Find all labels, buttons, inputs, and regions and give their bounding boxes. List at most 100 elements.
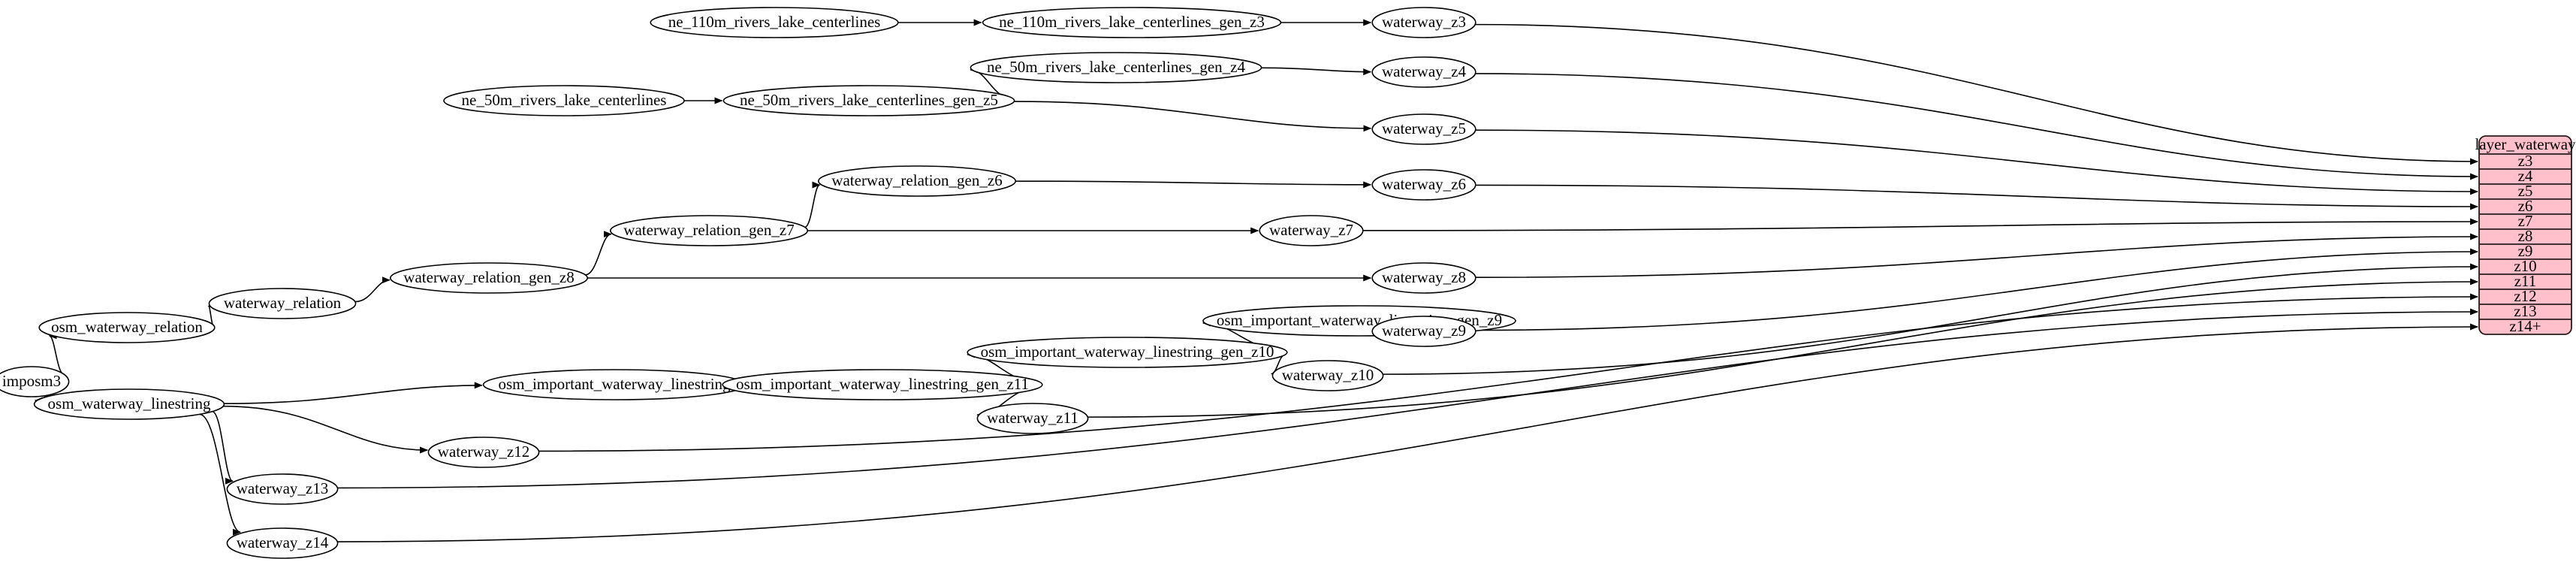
record-row-z13[interactable]: z13 [2514,302,2536,320]
node-ellipse [226,527,339,559]
graph-node-osm_waterway_relation[interactable]: osm_waterway_relation [38,312,216,343]
graph-node-osm_important_waterway_linestring_gen_z11[interactable]: osm_important_waterway_linestring_gen_z1… [722,369,1043,400]
graph-edge-waterway_z9--to--layer_waterway-z9 [1475,248,2478,331]
graph-edge-waterway_z5--to--layer_waterway-z5 [1475,129,2478,195]
graph-node-waterway_z8[interactable]: waterway_z8 [1371,262,1477,294]
node-label: ne_50m_rivers_lake_centerlines_gen_z4 [987,58,1246,76]
graph-node-waterway_z10[interactable]: waterway_z10 [1271,360,1384,391]
graph-edge-waterway_relation_gen_z6--to--waterway_z6 [1015,180,1372,189]
graph-edge-ne_50m_rivers_lake_centerlines_gen_z5--to--waterway_z5 [1014,101,1372,132]
node-label: waterway_z14 [237,533,329,551]
graph-node-ne_110m_rivers_lake_centerlines[interactable]: ne_110m_rivers_lake_centerlines [650,7,899,38]
record-row-z5[interactable]: z5 [2518,182,2533,200]
graph-edge-osm_waterway_linestring--to--osm_important_waterway_linestring [224,382,483,404]
graph-edge-osm_waterway_linestring--to--waterway_z13 [212,410,234,485]
record-row-z11[interactable]: z11 [2514,272,2537,290]
record-header: layer_waterway [2475,135,2576,153]
node-label: waterway_z12 [438,443,529,461]
graph-edge-waterway_relation--to--waterway_relation_gen_z8 [354,276,391,303]
graph-node-imposm3[interactable]: imposm3 [0,366,70,397]
node-label: waterway_relation_gen_z6 [831,171,1002,189]
graph-node-waterway_z6[interactable]: waterway_z6 [1371,169,1477,201]
graph-edge-waterway_z12--to--layer_waterway-z12 [538,293,2478,452]
record-row-label: z5 [2518,182,2533,200]
record-row-label: z3 [2518,152,2533,170]
node-layer: imposm3 osm_waterway_relation osm_waterway… [0,7,1516,559]
node-label: ne_50m_rivers_lake_centerlines_gen_z5 [740,91,998,109]
node-ellipse [33,388,225,420]
node-ellipse [427,437,540,468]
graph-node-waterway_relation_gen_z6[interactable]: waterway_relation_gen_z6 [818,165,1017,197]
graph-node-ne_110m_rivers_lake_centerlines_gen_z3[interactable]: ne_110m_rivers_lake_centerlines_gen_z3 [982,7,1282,38]
record-row-label: z7 [2518,212,2533,230]
record-row-z3[interactable]: z3 [2518,152,2533,170]
node-label: waterway_z3 [1382,13,1466,31]
record-row-z6[interactable]: z6 [2518,197,2533,215]
graph-node-waterway_relation_gen_z7[interactable]: waterway_relation_gen_z7 [609,215,808,246]
graph-edge-waterway_z6--to--layer_waterway-z6 [1475,184,2478,210]
graph-edge-ne_50m_rivers_lake_centerlines_gen_z4--to--waterway_z4 [1261,67,1372,76]
graph-node-waterway_z14[interactable]: waterway_z14 [226,527,339,559]
graph-edge-waterway_z10--to--layer_waterway-z10 [1383,263,2478,375]
record-row-z12[interactable]: z12 [2514,287,2536,305]
node-ellipse [208,288,357,319]
node-label: ne_110m_rivers_lake_centerlines_gen_z3 [999,13,1265,31]
graph-node-waterway_z9[interactable]: waterway_z9 [1371,316,1477,347]
node-ellipse [1371,169,1477,201]
graph-edge-osm_waterway_linestring--to--waterway_z14 [199,413,241,536]
node-ellipse [1259,215,1364,246]
node-ellipse [443,85,685,116]
record-row-z7[interactable]: z7 [2518,212,2533,230]
node-label: waterway_z4 [1382,62,1466,80]
record-row-label: z13 [2514,302,2536,320]
node-ellipse [1371,316,1477,347]
node-ellipse [226,473,339,505]
node-label: waterway_z7 [1269,221,1353,239]
record-row-z8[interactable]: z8 [2518,227,2533,245]
graph-node-waterway_z3[interactable]: waterway_z3 [1371,7,1477,38]
graph-node-ne_50m_rivers_lake_centerlines[interactable]: ne_50m_rivers_lake_centerlines [443,85,685,116]
node-ellipse [38,312,216,343]
graph-node-waterway_z4[interactable]: waterway_z4 [1371,56,1477,88]
node-label: waterway_z8 [1382,268,1466,286]
record-row-z10[interactable]: z10 [2514,257,2536,275]
graph-node-waterway_z11[interactable]: waterway_z11 [976,403,1089,434]
node-label: osm_important_waterway_linestring_gen_z1… [736,375,1029,393]
record-row-label: z12 [2514,287,2536,305]
node-label: imposm3 [2,372,61,390]
graph-node-osm_important_waterway_linestring[interactable]: osm_important_waterway_linestring [482,369,747,400]
graph-node-waterway_relation_gen_z8[interactable]: waterway_relation_gen_z8 [389,262,588,294]
node-ellipse [818,165,1017,197]
record-row-label: z10 [2514,257,2536,275]
node-label: osm_waterway_relation [51,318,203,336]
graph-node-osm_waterway_linestring[interactable]: osm_waterway_linestring [33,388,225,420]
graph-node-waterway_z7[interactable]: waterway_z7 [1259,215,1364,246]
graph-edge-waterway_z14--to--layer_waterway-z14+ [337,323,2478,542]
node-label: osm_waterway_linestring [48,394,211,412]
node-label: waterway_z11 [987,409,1078,427]
node-ellipse [722,369,1043,400]
node-ellipse [967,337,1288,368]
graph-node-waterway_z12[interactable]: waterway_z12 [427,437,540,468]
graph-node-waterway_z13[interactable]: waterway_z13 [226,473,339,505]
record-table-body [2478,135,2572,335]
node-label: waterway_z5 [1382,119,1466,137]
graph-edge-waterway_relation_gen_z7--to--waterway_relation_gen_z6 [804,181,821,228]
node-label: waterway_z9 [1382,322,1466,340]
record-layer: layer_waterwayz3z4z5z6z7z8z9z10z11z12z13… [2475,135,2576,335]
graph-node-waterway_z5[interactable]: waterway_z5 [1371,113,1477,145]
record-row-z9[interactable]: z9 [2518,242,2533,260]
graph-node-ne_50m_rivers_lake_centerlines_gen_z5[interactable]: ne_50m_rivers_lake_centerlines_gen_z5 [722,85,1015,116]
node-ellipse [1371,262,1477,294]
graph-node-ne_50m_rivers_lake_centerlines_gen_z4[interactable]: ne_50m_rivers_lake_centerlines_gen_z4 [970,52,1262,83]
graph-node-waterway_relation[interactable]: waterway_relation [208,288,357,319]
record-row-z4[interactable]: z4 [2518,167,2533,185]
node-ellipse [1371,113,1477,145]
node-ellipse [0,366,70,397]
record-row-label: z4 [2518,167,2533,185]
record-title: layer_waterway [2475,135,2576,153]
record-row-z14+[interactable]: z14+ [2509,317,2541,335]
node-label: waterway_relation [224,294,342,312]
graph-node-osm_important_waterway_linestring_gen_z10[interactable]: osm_important_waterway_linestring_gen_z1… [967,337,1288,368]
